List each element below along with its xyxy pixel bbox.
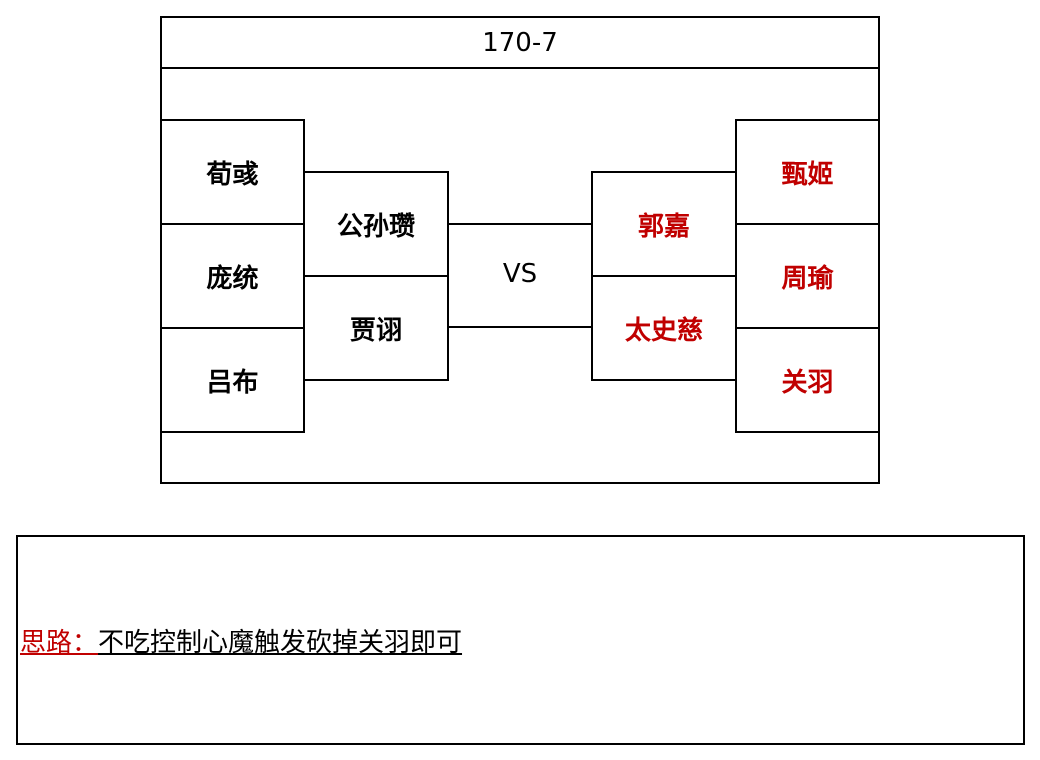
- right-hero-outer-3: 关羽: [735, 327, 880, 433]
- strategy-note-box: [16, 535, 1025, 745]
- left-hero-inner-2: 贾诩: [303, 275, 449, 381]
- right-hero-inner-1: 郭嘉: [591, 171, 737, 277]
- left-hero-outer-1: 荀彧: [160, 119, 305, 225]
- right-hero-outer-2: 周瑜: [735, 223, 880, 329]
- left-hero-outer-2: 庞统: [160, 223, 305, 329]
- connector-line-bottom: [447, 326, 593, 328]
- left-hero-outer-3: 吕布: [160, 327, 305, 433]
- right-hero-outer-1: 甄姬: [735, 119, 880, 225]
- left-hero-inner-1: 公孙瓒: [303, 171, 449, 277]
- connector-line-top: [447, 223, 593, 225]
- strategy-note: 思路：不吃控制心魔触发砍掉关羽即可: [20, 620, 462, 660]
- strategy-note-label: 思路：: [20, 627, 99, 658]
- right-hero-inner-2: 太史慈: [591, 275, 737, 381]
- vs-label: VS: [502, 259, 538, 289]
- matchup-title: 170-7: [162, 18, 878, 69]
- strategy-note-text: 不吃控制心魔触发砍掉关羽即可: [98, 627, 463, 658]
